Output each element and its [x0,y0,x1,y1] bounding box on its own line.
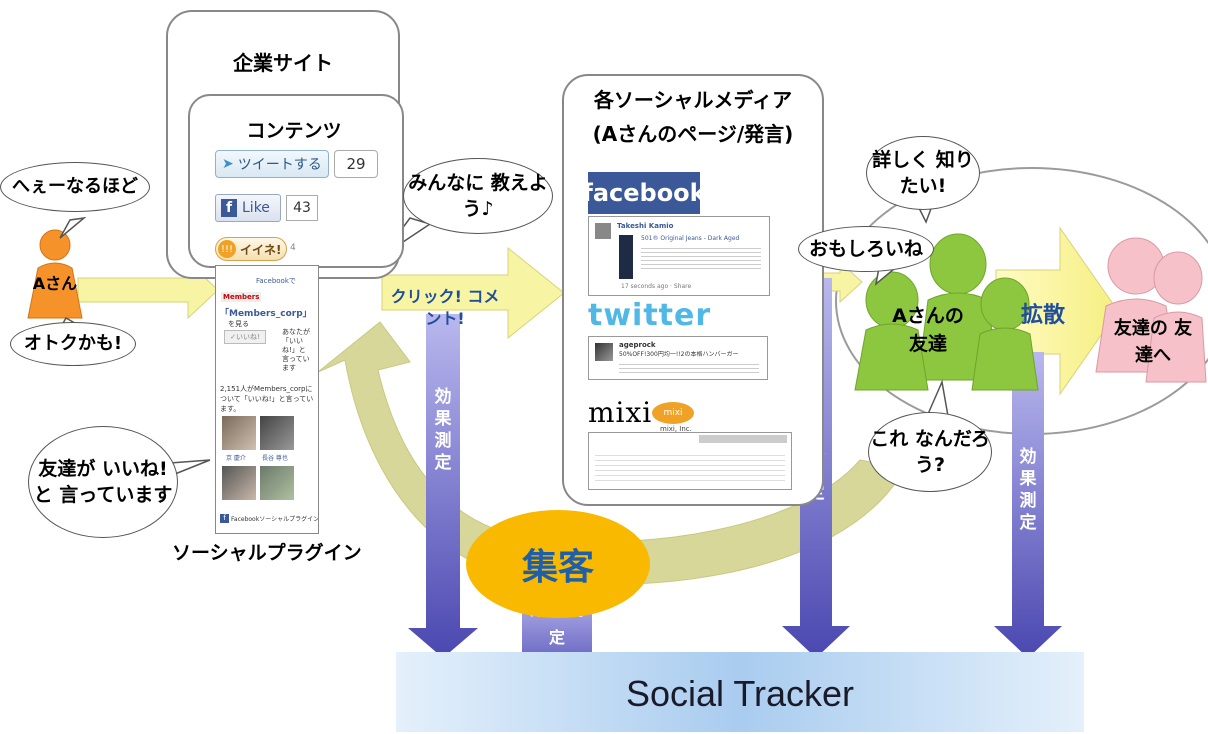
facebook-f-icon: f [221,199,237,217]
contents-title: コンテンツ [246,119,342,142]
plugin-avatar-2 [260,416,294,450]
plugin-footer: f Facebookソーシャルプラグイン [220,514,319,523]
social-media-title: 各ソーシャルメディア [593,87,793,112]
friends-bubble-bottom: これ なんだろう? [868,412,992,492]
facebook-logo: facebook [582,172,706,214]
friends-figures [854,233,1039,391]
facebook-post-title: 501® Original Jeans - Dark Aged [641,235,740,242]
friends-bubble-left: おもしろいね [798,226,934,272]
jeans-image [619,235,633,279]
twitter-bird-icon: ➤ [222,156,234,172]
click-comment-label: クリック! コメント! [390,287,500,328]
plugin-stats-text: 2,151人がMembers_corpについて「いいね!」と言っています。 [220,385,314,413]
facebook-post-body [641,245,761,271]
twitter-post-text: 50%OFF!300円均一!!2の本格ハンバーガー [619,351,739,358]
friends-bubble-top: 詳しく 知りたい! [866,136,980,210]
twitter-post-shot: ageprock 50%OFF!300円均一!!2の本格ハンバーガー [588,336,768,380]
mixi-tab-bar [699,435,787,443]
plugin-said-text: あなたが「いいね!」と言っています [282,328,310,372]
twitter-logo: twitter [588,298,712,333]
friends-label: Aさんの 友達 [892,305,964,355]
mixi-post-shot [588,432,792,490]
attract-ellipse: 集客 [466,510,650,618]
twitter-user: ageprock [619,341,656,349]
click-comment-arrow [381,246,565,340]
iine-count: 4 [290,243,296,253]
share-bubble: みんなに 教えよう♪ [403,158,553,234]
user-name: Aさん [32,274,78,293]
facebook-small-icon: f [220,514,229,523]
plugin-avatar-3 [222,466,256,500]
tracker-bar [396,652,1084,732]
measure-label-3: 効果測定 [1019,447,1037,533]
iine-label: イイネ! [240,242,282,257]
members-logo: Members [221,292,262,302]
user-bubble-friends: 友達が いいね!と 言っています [28,426,178,538]
user-bubble-top: へぇーなるほど [0,162,150,212]
tweet-button[interactable]: ➤ ツイートする [215,150,329,178]
plugin-name-2: 長谷 尊也 [262,455,288,462]
tweet-label: ツイートする [237,157,322,173]
plugin-like-button[interactable]: ✓いいね! [224,330,266,344]
plugin-footer-label: Facebookソーシャルプラグイン [231,516,319,523]
like-label: Like [242,200,270,216]
tracker-label: Social Tracker [625,673,855,714]
social-plugin-panel: Facebookで Members 「Members_corp」 を見る ✓いい… [215,265,319,534]
tweet-count: 29 [334,150,378,178]
mixi-logo: mixi [588,396,653,429]
plugin-avatar-4 [260,466,294,500]
measure-label-1: 効果測定 [434,387,452,473]
twitter-avatar [595,343,613,361]
plugin-page-link[interactable]: 「Members_corp」 [220,309,312,319]
facebook-post-thumb [595,223,611,239]
mixi-sub: mixi, Inc. [660,425,692,433]
social-media-subtitle: (Aさんのページ/発言) [592,121,794,146]
plugin-avatar-1 [222,416,256,450]
measure-arrow-3 [994,352,1062,658]
facebook-post-meta: 17 seconds ago · Share [621,283,692,290]
mixi-badge-icon: mixi [652,402,694,424]
measure-arrow-1 [408,314,478,658]
iine-button[interactable]: !!! イイネ! [215,237,287,261]
plugin-header: Facebookで [256,277,296,285]
user-bubble-bottom: オトクかも! [10,322,136,366]
user-figure [27,229,83,319]
mixi-iine-icon: !!! [218,240,236,258]
spread-label: 拡散 [1020,303,1065,328]
twitter-post-lines [619,361,759,373]
facebook-post-shot: Takeshi Kamio 501® Original Jeans - Dark… [588,216,770,296]
spread-target: 友達の 友達へ [1113,318,1193,366]
corporate-site-title: 企業サイト [233,50,333,75]
plugin-see-text: を見る [228,320,249,328]
facebook-post-user: Takeshi Kamio [617,222,674,230]
social-plugin-label: ソーシャルプラグイン [172,542,362,564]
plugin-name-1: 京 慶介 [226,455,246,462]
friends-of-friends-figures [1095,237,1207,383]
like-count: 43 [286,195,318,221]
like-button[interactable]: f Like [215,194,281,222]
mixi-post-lines [595,451,785,481]
